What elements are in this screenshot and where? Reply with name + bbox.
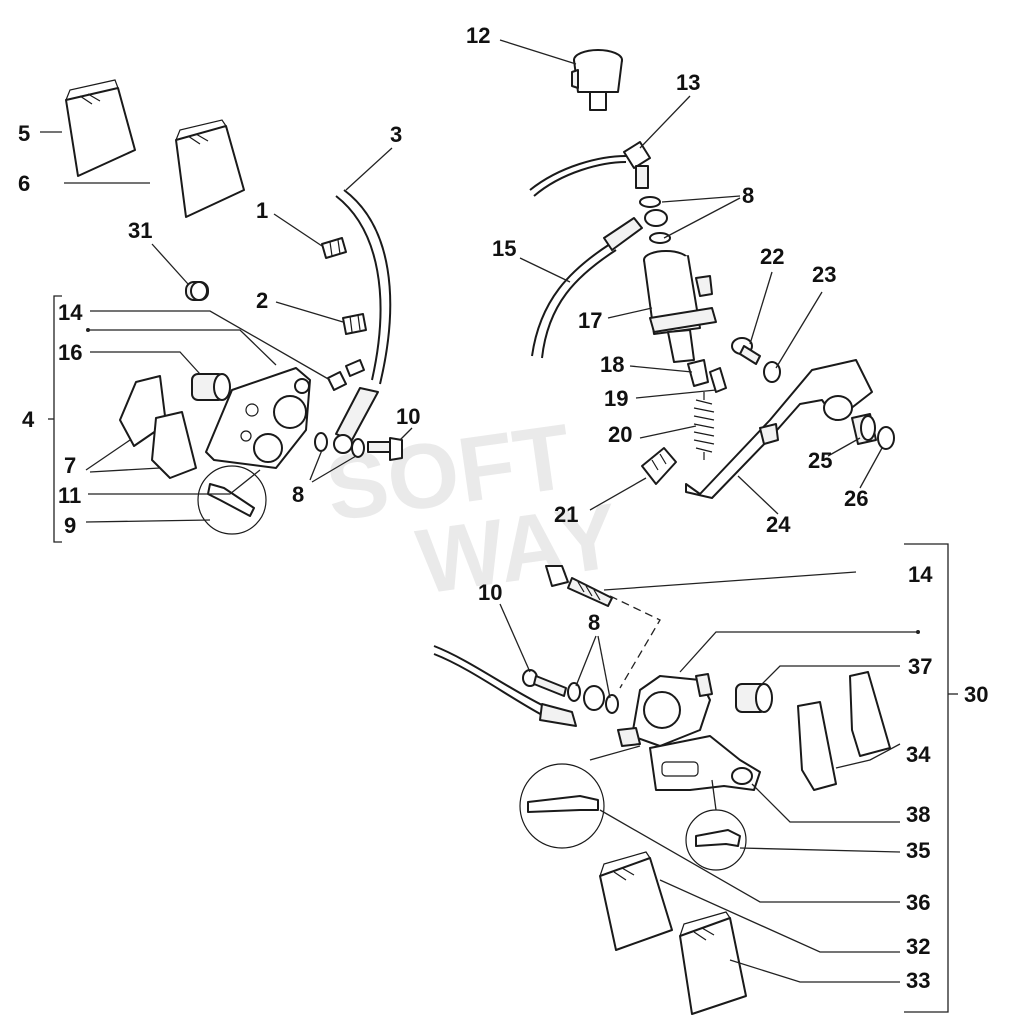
label-8-rear: 8 [588, 610, 600, 635]
label-13: 13 [676, 70, 700, 95]
label-31: 31 [128, 218, 152, 243]
label-8-rear-mc: 8 [742, 183, 754, 208]
part-labels: 5 6 31 1 2 3 14 16 4 7 11 9 8 10 12 13 8… [18, 23, 988, 993]
label-34: 34 [906, 742, 931, 767]
left-leader-lines [40, 131, 413, 523]
part-34-pads [797, 671, 891, 791]
part-14-bleed-valve-rear [545, 565, 613, 607]
part-16-piston [191, 373, 231, 401]
label-14-front: 14 [58, 300, 83, 325]
part-18-clevis [687, 359, 709, 387]
label-35: 35 [906, 838, 930, 863]
part-37-piston [735, 683, 773, 713]
label-5: 5 [18, 121, 30, 146]
label-10-rear: 10 [478, 580, 502, 605]
label-25: 25 [808, 448, 832, 473]
rear-washers-8 [567, 682, 619, 714]
label-38: 38 [906, 802, 930, 827]
bracket-30 [904, 543, 958, 1013]
label-9: 9 [64, 513, 76, 538]
part-15-hose [529, 155, 643, 359]
part-13-banjo-fitting [623, 141, 651, 189]
part-35-pin-detail [685, 809, 747, 871]
part-12-reservoir [571, 49, 623, 111]
top-right-leader-lines [499, 39, 883, 515]
rear-bolt-10 [522, 669, 567, 697]
label-14-rear: 14 [908, 562, 933, 587]
part-24-brake-pedal [685, 359, 873, 499]
part-2-clip [342, 313, 367, 335]
label-4: 4 [22, 407, 35, 432]
bracket-4 [48, 295, 62, 543]
part-32-grease-bag [599, 851, 673, 951]
part-33-grease-bag [679, 911, 747, 1015]
label-11: 11 [58, 483, 81, 508]
part-20-spring [693, 392, 715, 460]
part-21-bracket [641, 447, 677, 485]
label-36: 36 [906, 890, 930, 915]
watermark: SOFT WAY [320, 406, 624, 614]
part-22-pivot-bolt [731, 337, 761, 365]
label-2: 2 [256, 288, 268, 313]
label-15: 15 [492, 236, 516, 261]
label-32: 32 [906, 934, 930, 959]
label-37: 37 [908, 654, 932, 679]
part-1-clip [321, 237, 347, 259]
part-10-banjo-bolt [367, 437, 403, 461]
front-banjo-washers [314, 432, 365, 458]
label-33: 33 [906, 968, 930, 993]
part-7-brake-pads [119, 375, 197, 479]
label-12: 12 [466, 23, 490, 48]
label-10-front: 10 [396, 404, 420, 429]
label-22: 22 [760, 244, 784, 269]
label-20: 20 [608, 422, 632, 447]
bleed-valve [327, 359, 365, 391]
part-19-pin [709, 367, 727, 393]
label-19: 19 [604, 386, 628, 411]
part-25-bushing [851, 413, 877, 445]
label-30: 30 [964, 682, 988, 707]
part-5-grease-bag [65, 79, 136, 177]
part-6-grease-bag [175, 119, 245, 218]
rear-hose [433, 645, 577, 727]
label-23: 23 [812, 262, 836, 287]
lower-right-leader-lines [499, 571, 920, 983]
rear-caliper-body [617, 673, 713, 747]
label-16: 16 [58, 340, 82, 365]
part-26-washer [877, 426, 895, 450]
label-7: 7 [64, 453, 76, 478]
label-17: 17 [578, 308, 602, 333]
label-1: 1 [256, 198, 268, 223]
part-31-bushing [185, 281, 209, 301]
part-36-pin-detail [519, 763, 605, 849]
label-26: 26 [844, 486, 868, 511]
label-21: 21 [554, 502, 578, 527]
front-caliper-body [205, 367, 311, 469]
rear-washers [639, 196, 671, 244]
label-6: 6 [18, 171, 30, 196]
part-3-brake-hose [333, 189, 392, 454]
label-24: 24 [766, 512, 791, 537]
part-38-caliper-bracket [649, 735, 761, 791]
part-9-pin-detail [197, 465, 267, 535]
label-8-front: 8 [292, 482, 304, 507]
label-18: 18 [600, 352, 624, 377]
part-17-master-cylinder [643, 250, 717, 363]
label-3: 3 [390, 122, 402, 147]
